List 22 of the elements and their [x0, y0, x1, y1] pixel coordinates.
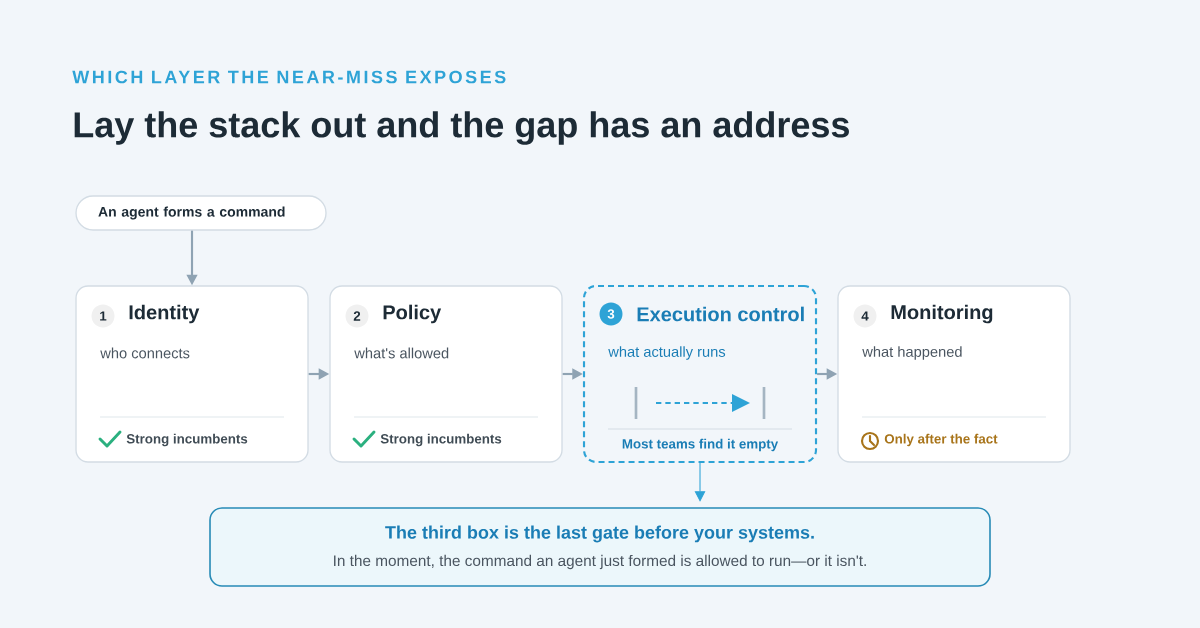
title: Lay the stack out and the gap has an address: [74, 111, 849, 145]
card-title: Execution control: [637, 306, 804, 322]
step-badge: 2: [345, 304, 369, 328]
arrow: [694, 462, 706, 502]
overline-heading: WHICH LAYER THE NEAR-MISS EXPOSES: [72, 70, 506, 84]
card-title: Policy: [383, 304, 442, 324]
callout-heading: The third box is the last gate before your systems.: [385, 525, 814, 543]
callout-text: In the moment, the command an agent just formed is allowed to run—or it isn't.: [334, 554, 866, 570]
card-note: Only after the fact: [884, 433, 998, 447]
step-badge: 1: [91, 304, 115, 328]
card-subtitle: what's allowed: [354, 347, 449, 359]
card-title: Identity: [129, 304, 200, 324]
start-pill: An agent forms a command: [75, 195, 327, 231]
card-note: Strong incumbents: [126, 433, 248, 447]
card-note: Strong incumbents: [380, 433, 502, 447]
card-subtitle: who connects: [100, 347, 190, 359]
card-subtitle: what happened: [862, 346, 962, 360]
card-note: Most teams find it empty: [622, 438, 779, 452]
step-badge: 3: [599, 302, 623, 326]
step-badge: 4: [853, 304, 877, 328]
card-subtitle: what actually runs: [608, 346, 726, 360]
card-title: Monitoring: [891, 304, 993, 324]
